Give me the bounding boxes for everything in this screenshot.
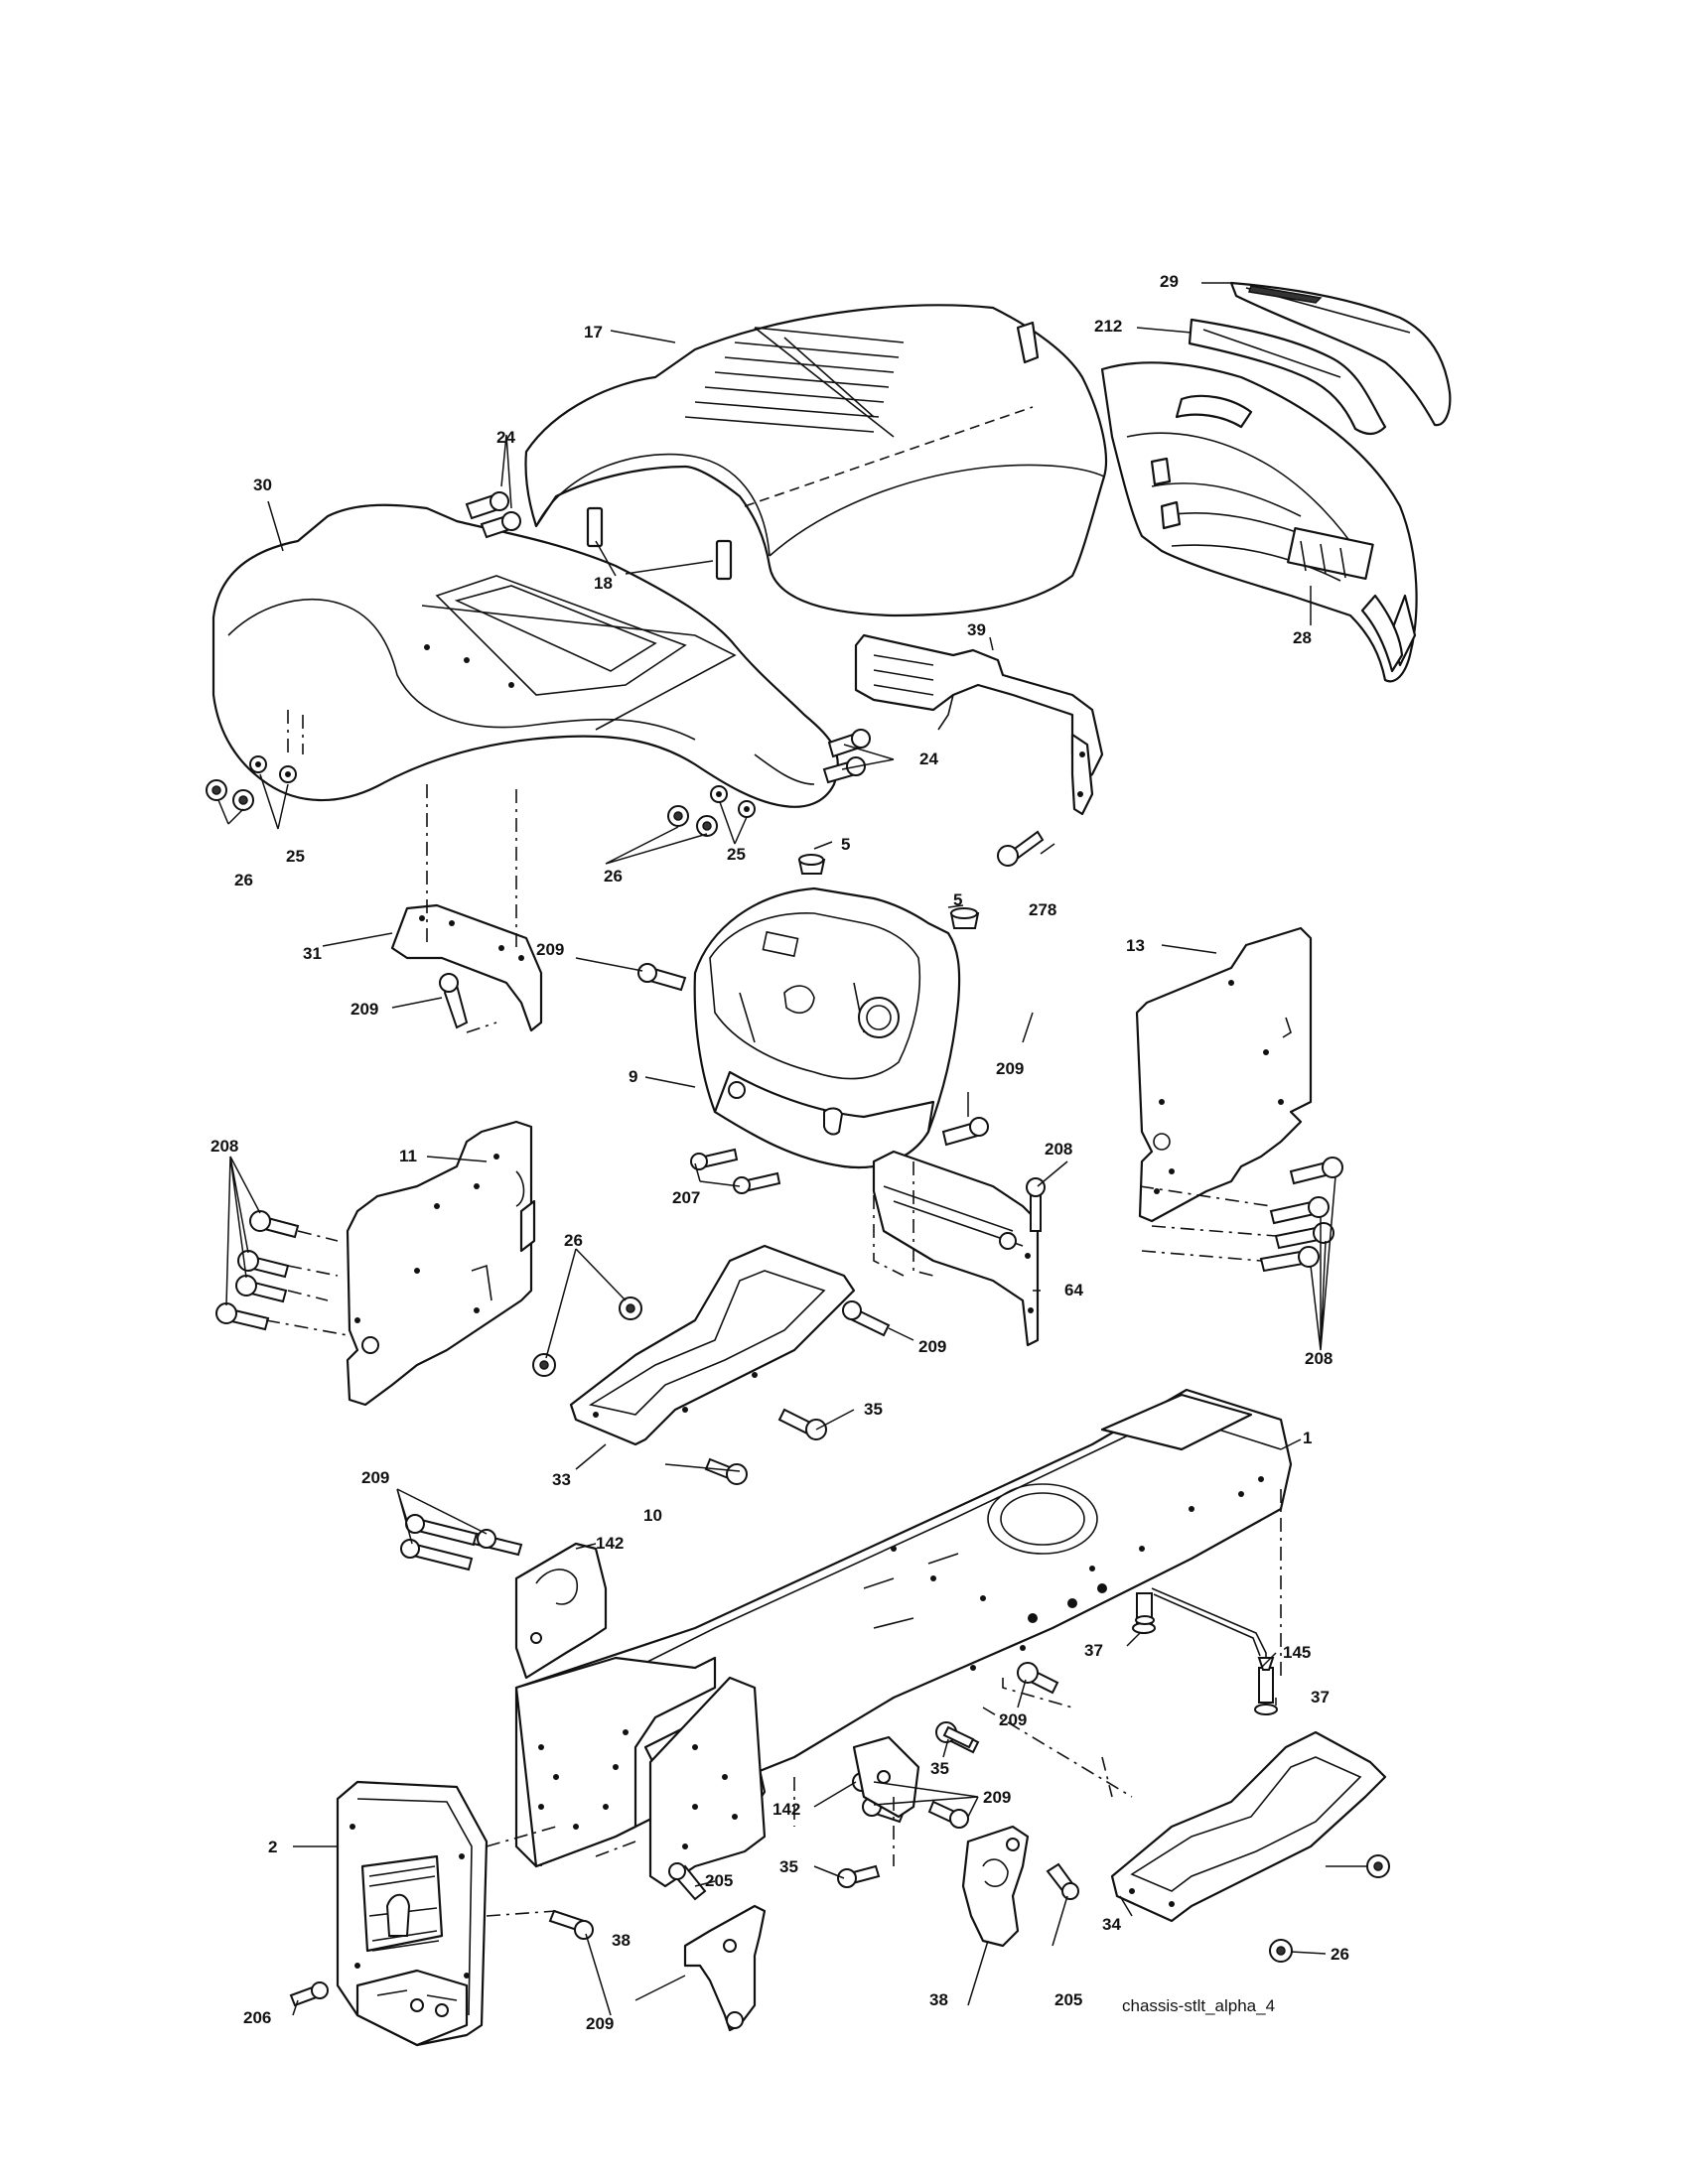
pivot-bracket-part	[852, 1735, 920, 1819]
callout-209: 209	[918, 1337, 946, 1356]
spacer-part	[586, 506, 733, 581]
callout-17: 17	[584, 323, 603, 341]
diagram-code: chassis-stlt_alpha_4	[1122, 1996, 1275, 2015]
callout-1: 1	[1303, 1429, 1312, 1447]
callout-10: 10	[643, 1506, 662, 1525]
callout-209: 209	[361, 1468, 389, 1487]
callout-37: 37	[1084, 1641, 1103, 1660]
leader-lines	[217, 282, 1368, 2016]
callout-30: 30	[253, 476, 272, 494]
callout-2: 2	[268, 1838, 277, 1856]
callout-28: 28	[1293, 628, 1312, 647]
side-panel-right-part	[1135, 926, 1313, 1223]
front-plate-part	[336, 1780, 489, 2047]
callout-26: 26	[604, 867, 623, 886]
callout-64: 64	[1064, 1281, 1083, 1299]
alignment-lines	[265, 710, 1282, 1917]
callout-38: 38	[929, 1990, 948, 2009]
callout-35: 35	[930, 1759, 949, 1778]
callout-labels: 29 212 17 24 30 18 28 39 24 26 25 26 25 …	[210, 272, 1349, 2033]
fender-part	[211, 503, 839, 808]
callout-208: 208	[210, 1137, 238, 1156]
hood-part	[524, 304, 1107, 617]
callout-208: 208	[1045, 1140, 1072, 1159]
callout-209: 209	[996, 1059, 1024, 1078]
nut-part	[206, 779, 718, 837]
callout-18: 18	[594, 574, 613, 593]
callout-26: 26	[234, 871, 253, 889]
callout-5: 5	[841, 835, 850, 854]
callout-278: 278	[1029, 900, 1056, 919]
callout-38: 38	[612, 1931, 631, 1950]
callout-35: 35	[779, 1857, 798, 1876]
screw-part	[668, 1862, 1079, 1901]
callout-24: 24	[919, 750, 938, 768]
callout-207: 207	[672, 1188, 700, 1207]
callout-209: 209	[586, 2014, 614, 2033]
callout-13: 13	[1126, 936, 1145, 955]
fender-bracket-part	[390, 903, 543, 1032]
callout-26: 26	[1331, 1945, 1349, 1964]
grille-insert-part	[1188, 318, 1387, 436]
callout-26: 26	[564, 1231, 583, 1250]
side-panel-left-part	[346, 1120, 536, 1407]
callout-209: 209	[536, 940, 564, 959]
callout-11: 11	[399, 1147, 417, 1165]
callout-31: 31	[303, 944, 322, 963]
emblem-part	[1229, 281, 1452, 427]
footrest-right-part	[1110, 1730, 1387, 1923]
callout-25: 25	[727, 845, 746, 864]
center-bracket-part	[872, 1150, 1046, 1347]
bolt-part	[215, 1210, 300, 1331]
nut-part	[532, 1297, 642, 1377]
bumper-part	[797, 854, 980, 929]
callout-205: 205	[705, 1871, 733, 1890]
callout-209: 209	[351, 1000, 378, 1019]
callout-5: 5	[953, 890, 962, 909]
callout-209: 209	[983, 1788, 1011, 1807]
callout-208: 208	[1305, 1349, 1333, 1368]
callout-9: 9	[629, 1067, 637, 1086]
callout-34: 34	[1102, 1915, 1121, 1934]
screw-part	[942, 1725, 975, 1749]
bolt-part	[704, 1300, 891, 1485]
callout-142: 142	[772, 1800, 800, 1819]
rod-part	[1151, 1587, 1267, 1698]
callout-25: 25	[286, 847, 305, 866]
screw-part	[997, 830, 1045, 867]
clip-part	[1132, 1592, 1278, 1715]
callout-206: 206	[243, 2008, 271, 2027]
grille-part	[1100, 361, 1418, 683]
pivot-arm-part	[683, 1825, 1030, 2032]
callout-33: 33	[552, 1470, 571, 1489]
support-bracket-part	[854, 633, 1104, 816]
callout-209: 209	[999, 1710, 1027, 1729]
callout-35: 35	[864, 1400, 883, 1419]
callout-205: 205	[1054, 1990, 1082, 2009]
callout-37: 37	[1311, 1688, 1330, 1706]
callout-24: 24	[496, 428, 515, 447]
bolt-part	[289, 1909, 594, 2007]
callout-142: 142	[596, 1534, 624, 1553]
bracket-plate-part	[648, 1676, 767, 1888]
callout-29: 29	[1160, 272, 1179, 291]
callout-145: 145	[1283, 1643, 1311, 1662]
footrest-left-part	[569, 1244, 856, 1446]
washer-part	[249, 755, 756, 818]
bolt-part	[1259, 1157, 1343, 1273]
nut-part	[1269, 1854, 1390, 1963]
dash-panel-part	[693, 887, 961, 1168]
callout-212: 212	[1094, 317, 1122, 336]
callout-39: 39	[967, 620, 986, 639]
